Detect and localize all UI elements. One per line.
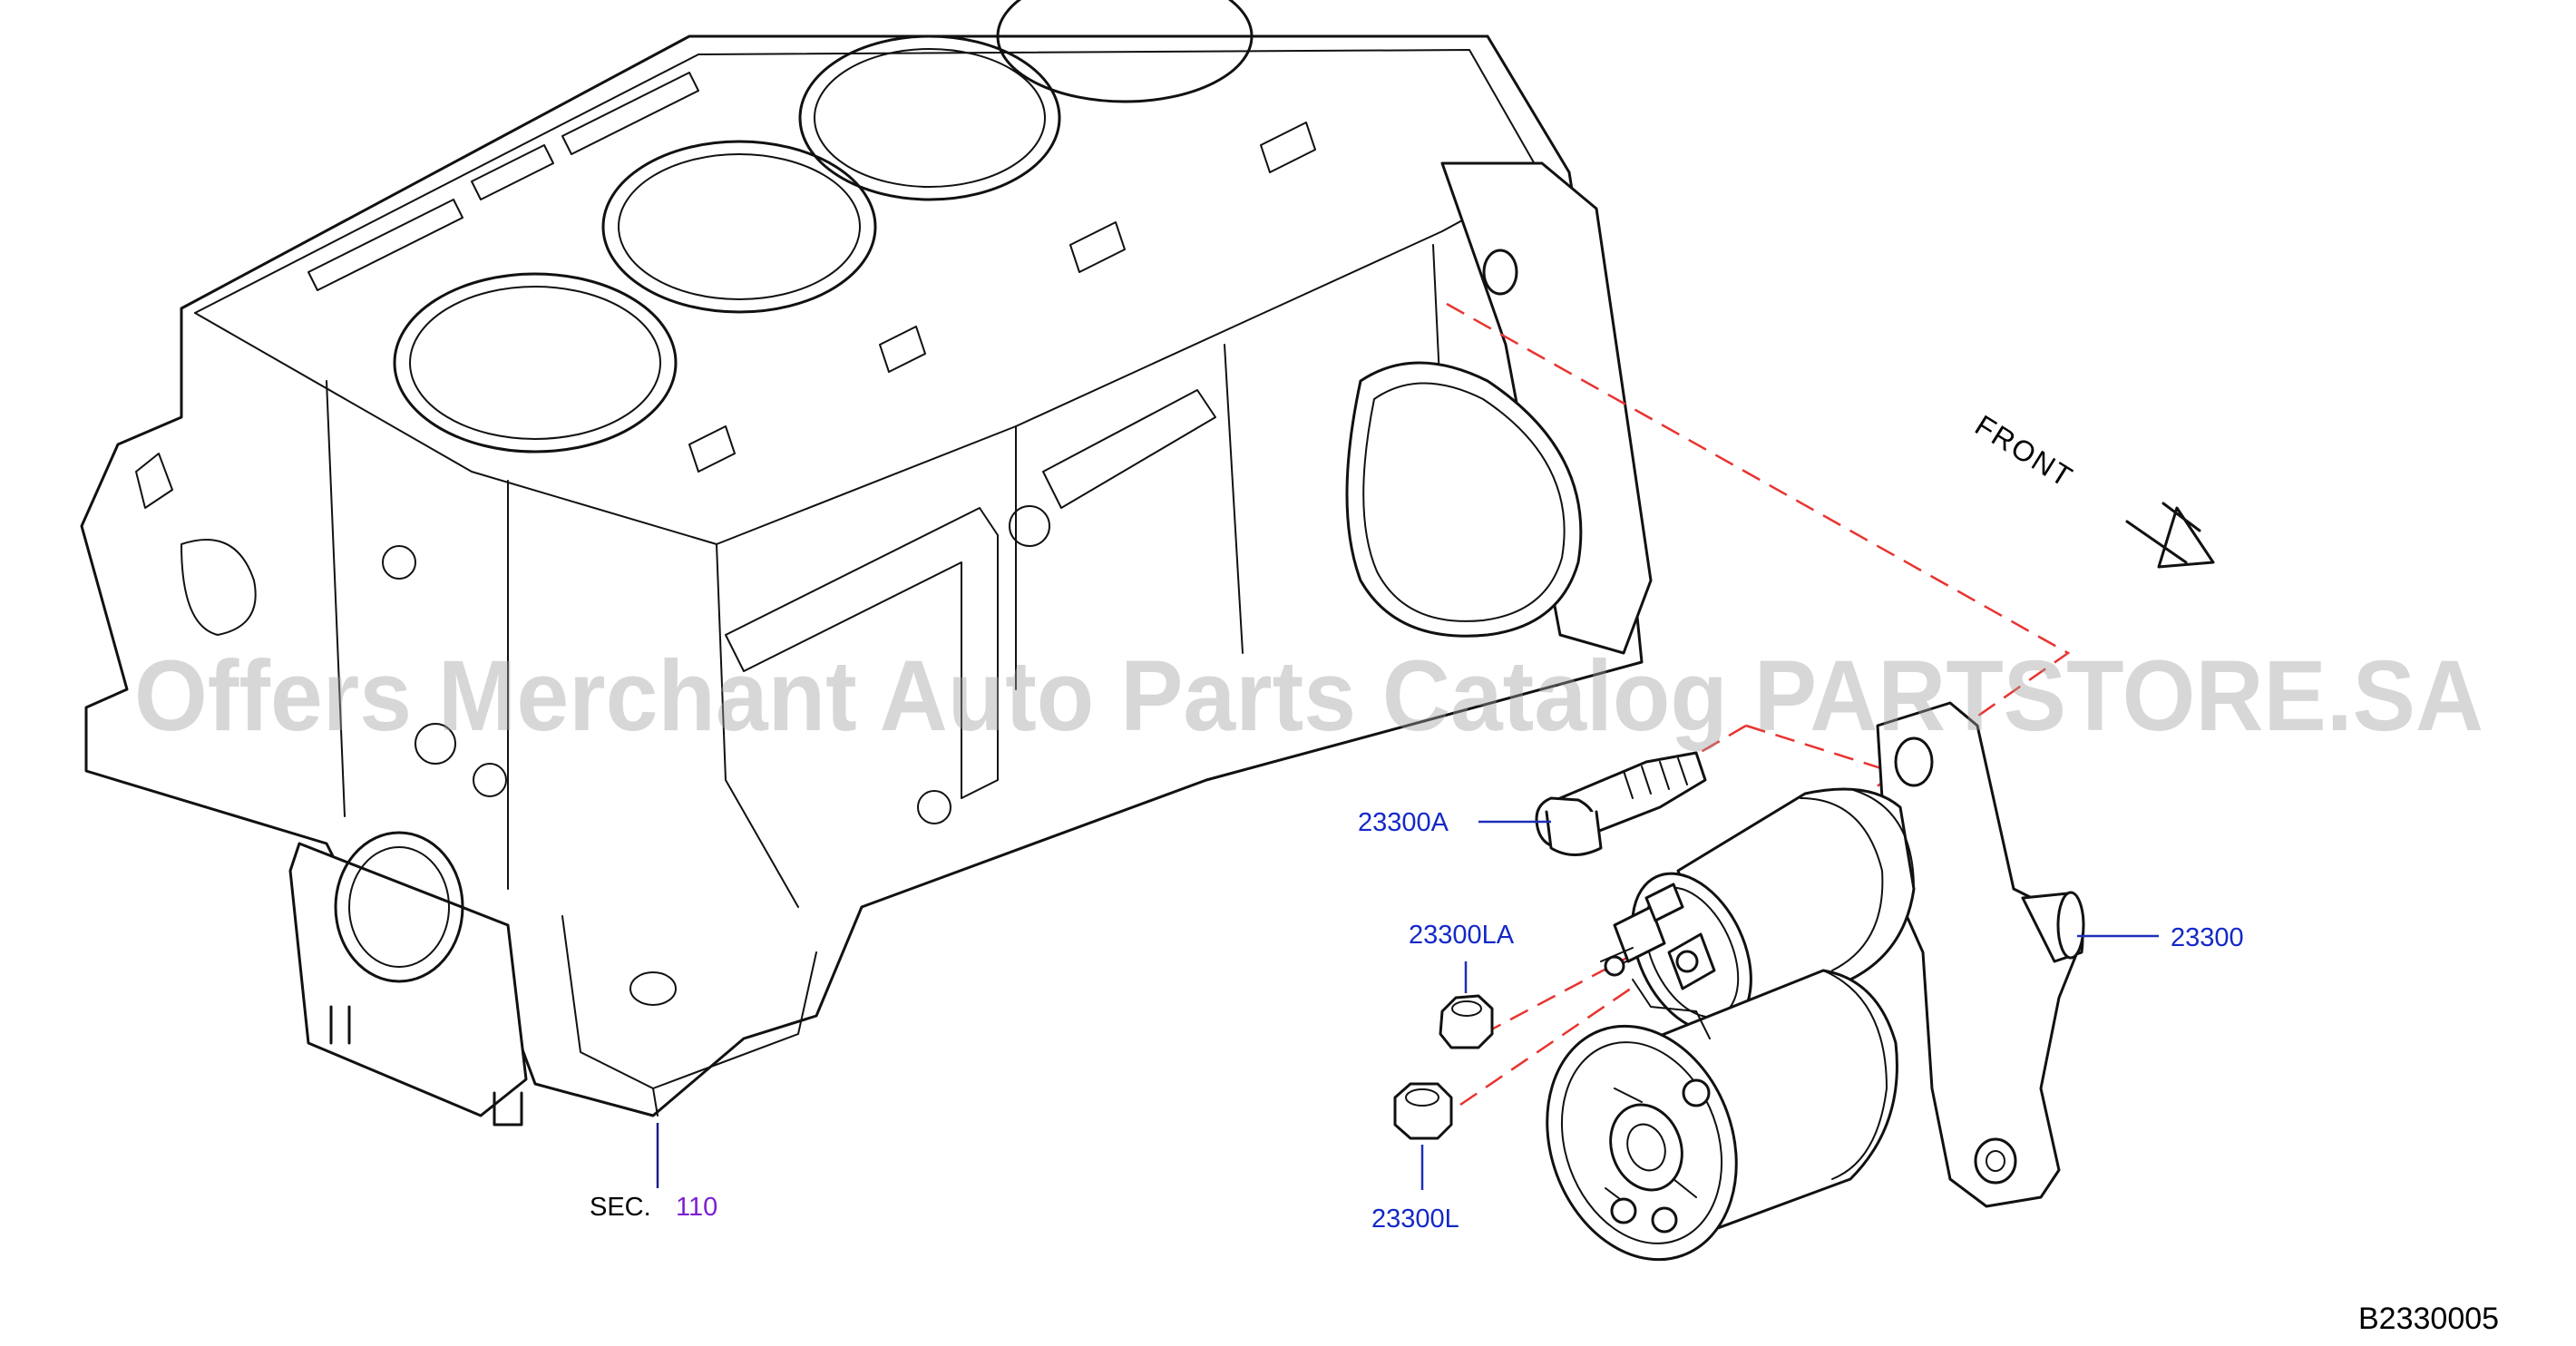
watermark: Offers Merchant Auto Parts Catalog PARTS… xyxy=(134,640,2483,752)
front-arrow-icon xyxy=(2125,502,2215,569)
engine-block xyxy=(80,0,1653,1127)
starter-motor xyxy=(1546,701,2085,1262)
leader-lines xyxy=(656,820,2159,1190)
section-label: SEC. xyxy=(590,1193,651,1222)
nut-23300L xyxy=(1393,1082,1453,1140)
nut-23300LA xyxy=(1439,994,1494,1049)
front-direction-indicator: FRONT xyxy=(1969,408,2215,569)
figure-code: B2330005 xyxy=(2358,1302,2499,1336)
section-reference-link[interactable]: 110 xyxy=(676,1193,717,1222)
callout-23300L[interactable]: 23300L xyxy=(1371,1205,1459,1234)
bolt-23300A xyxy=(1535,751,1707,856)
callout-23300A[interactable]: 23300A xyxy=(1358,808,1449,837)
callout-23300[interactable]: 23300 xyxy=(2171,923,2244,952)
front-label: FRONT xyxy=(1969,408,2079,493)
callout-23300LA[interactable]: 23300LA xyxy=(1409,921,1515,950)
